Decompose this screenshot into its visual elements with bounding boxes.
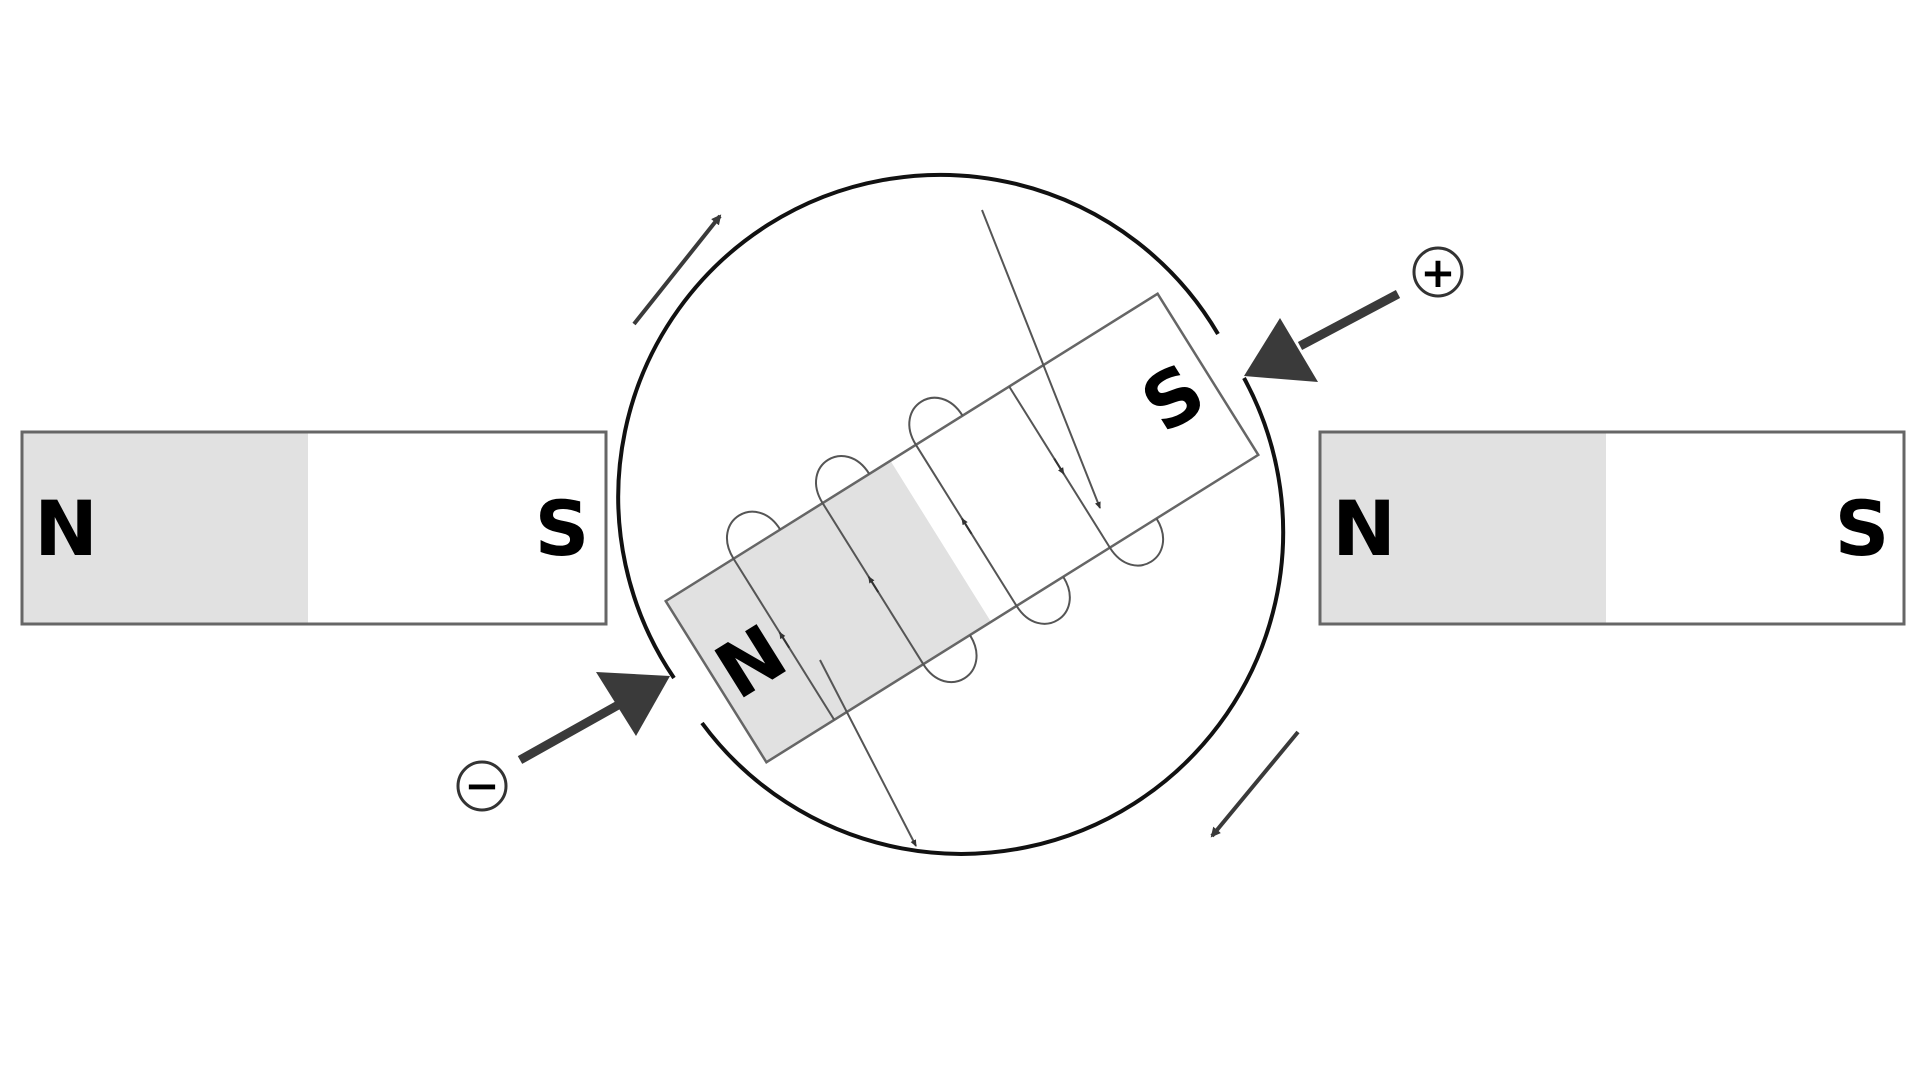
- right-magnet-south-label: S: [1835, 484, 1890, 573]
- right-magnet-south-half: [1606, 432, 1904, 624]
- negative-terminal-icon: [456, 760, 508, 812]
- commutator-upper-arc: [616, 172, 1220, 680]
- negative-terminal-label: −: [464, 761, 499, 810]
- rotation-arrows: [632, 214, 1300, 838]
- positive-brush-arrow-icon: [1244, 318, 1318, 382]
- commutator-ring: [616, 172, 1286, 856]
- right-magnet-north-half: [1320, 432, 1606, 624]
- left-magnet-south-label: S: [535, 484, 590, 573]
- positive-terminal-icon: [1412, 246, 1464, 298]
- left-magnet-south-half: [308, 432, 606, 624]
- left-magnet-north-half: [22, 432, 308, 624]
- rotation-arrow-upper-icon: [632, 214, 722, 326]
- rotor-north-half: [665, 460, 992, 763]
- negative-brush: −: [456, 672, 670, 812]
- left-magnet-outline: [20, 430, 608, 626]
- right-magnet-outline: [1318, 430, 1906, 626]
- negative-brush-arrow-icon: [596, 672, 670, 736]
- rotor-outline: [664, 292, 1260, 764]
- positive-brush: +: [1244, 246, 1464, 382]
- right-magnet: N S: [1318, 430, 1906, 626]
- left-magnet: N S: [20, 430, 608, 626]
- rotor-south-half: [890, 293, 1259, 622]
- left-magnet-north-label: N: [34, 484, 98, 573]
- right-magnet-north-label: N: [1332, 484, 1396, 573]
- brush-wires: [819, 209, 1101, 847]
- commutator-lower-arc: [700, 377, 1286, 856]
- coil-current-ticks: [778, 458, 1065, 649]
- positive-terminal-label: +: [1420, 248, 1455, 297]
- rotor: N S: [664, 292, 1260, 764]
- rotation-arrow-lower-icon: [1210, 730, 1300, 838]
